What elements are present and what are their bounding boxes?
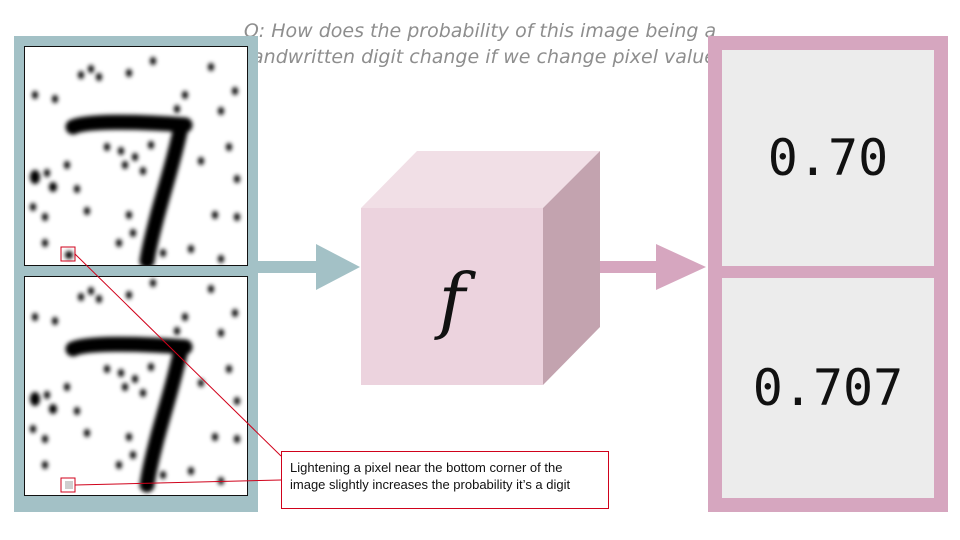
input-arrow bbox=[258, 244, 360, 290]
modified-probability: 0.707 bbox=[722, 278, 934, 498]
lightened-pixel bbox=[65, 481, 73, 489]
original-digit-image bbox=[24, 46, 248, 266]
cube-side-face bbox=[543, 151, 600, 385]
modified-digit-image bbox=[24, 276, 248, 496]
modified-pixel-marker bbox=[60, 477, 76, 493]
original-probability: 0.70 bbox=[722, 50, 934, 266]
digit-seven-strokes bbox=[65, 114, 193, 265]
output-arrow bbox=[600, 244, 706, 290]
question-line-1: Q: How does the probability of this imag… bbox=[243, 20, 717, 42]
cube-top-face bbox=[361, 151, 600, 208]
function-label: f bbox=[438, 258, 466, 342]
function-cube bbox=[361, 151, 600, 385]
noise-dots bbox=[30, 57, 240, 263]
original-pixel-marker bbox=[60, 246, 76, 262]
question-line-2: handwritten digit change if we change pi… bbox=[240, 46, 736, 68]
callout-box: Lightening a pixel near the bottom corne… bbox=[281, 451, 609, 509]
noise-dots bbox=[30, 279, 240, 485]
cube-front-face bbox=[361, 208, 543, 385]
callout-connectors bbox=[60, 246, 282, 493]
question-text: Q: How does the probability of this imag… bbox=[240, 18, 736, 70]
